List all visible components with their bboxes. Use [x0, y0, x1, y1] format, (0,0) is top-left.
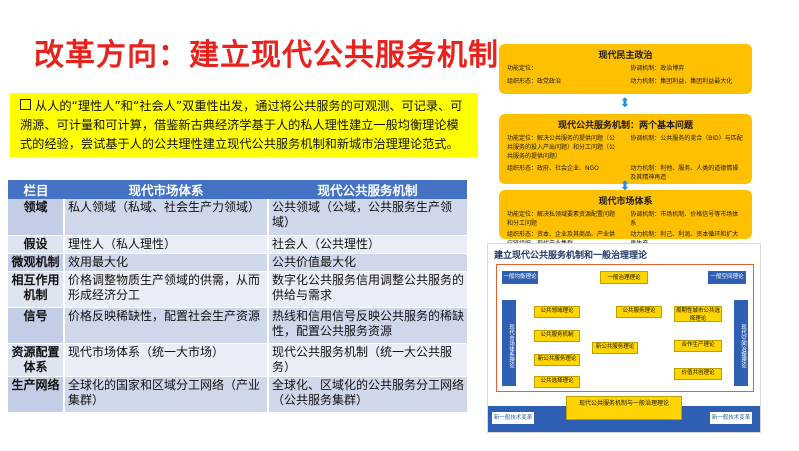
node-c1: 公共领域理论	[534, 306, 580, 318]
node-center: 现代公共服务机制与一般治理理论	[566, 396, 682, 420]
table-header-row: 栏目 现代市场体系 现代公共服务机制	[8, 180, 467, 199]
row-key: 信号	[8, 307, 64, 344]
node-r1: 周期性城市公共选择理论	[674, 306, 722, 322]
node-bl: 新一般技术变革	[492, 412, 534, 424]
row-key: 资源配置体系	[8, 343, 64, 377]
box-text: 功能定位：	[507, 65, 538, 72]
node-tl: 一般均衡理论	[502, 271, 538, 284]
box-text: 功能定位：解决公共服务的提供问题（公共服务的投入产出问题）和分工问题（公共服务的…	[507, 135, 616, 160]
public-service-box-title: 现代公共服务机制：两个基本问题	[557, 121, 693, 131]
row-public: 公共领域（公域，公共服务生产领域）	[267, 199, 467, 236]
node-c4: 新公共服务理论	[534, 354, 580, 366]
intro-text: 从人的“理性人”和“社会人”双重性出发，通过将公共服务的可观测、可记录、可溯源、…	[20, 99, 463, 151]
header-column-market: 现代市场体系	[64, 180, 268, 199]
table-row: 相互作用机制 价格调整物质生产领域的供需，从而形成经济分工 数字化公共服务信用调…	[8, 271, 467, 308]
row-public: 公共价值最大化	[267, 253, 467, 272]
row-key: 相互作用机制	[8, 271, 64, 308]
row-market: 现代市场体系（统一大市场）	[63, 343, 268, 377]
box-text: 动力机制：集团利益、集团利益最大化	[630, 78, 733, 85]
box-text: 功能定位：解决私领域要素资源配置问题和分工问题	[507, 211, 616, 227]
table-row: 领域 私人领域（私域、社会生产力领域） 公共领域（公域，公共服务生产领域）	[8, 199, 467, 236]
bullet-square-icon	[20, 99, 31, 110]
row-key: 生产网络	[8, 376, 64, 413]
table-row: 信号 价格反映稀缺性，配置社会生产资源 热线和信用信号反映公共服务的稀缺性，配置…	[8, 307, 467, 344]
node-r2: 合作生产理论	[674, 340, 722, 352]
node-right-col: 现代空间治理理论	[734, 300, 748, 386]
node-tr: 一般空间理论	[708, 271, 746, 284]
row-market: 效用最大化	[63, 253, 268, 272]
header-column-public: 现代公共服务机制	[268, 180, 467, 199]
box-text: 动力机制：利他、服务、人类的道德情操及其精神再造	[630, 165, 739, 181]
page-title: 改革方向：建立现代公共服务机制	[34, 38, 499, 73]
row-market: 私人领域（私域、社会生产力领域）	[63, 199, 268, 236]
row-key: 领域	[8, 199, 64, 236]
table-row: 假设 理性人（私人理性） 社会人（公共理性）	[8, 235, 467, 254]
three-layer-diagram: 现代民主政治 功能定位： 协调机制：政治博弈 组织形态：政党政治 动力机制：集团利益…	[499, 44, 752, 247]
box-text: 协调机制：市场机制、价格信号等市场体系	[630, 211, 739, 227]
market-system-box: 现代市场体系 功能定位：解决私领域要素资源配置问题和分工问题协调机制：市场机制、…	[499, 190, 752, 247]
row-market: 全球化的国家和区域分工网络（产业集群）	[63, 376, 268, 413]
comparison-table: 栏目 现代市场体系 现代公共服务机制 领域 私人领域（私域、社会生产力领域） 公…	[8, 180, 467, 413]
header-column-item: 栏目	[8, 180, 64, 199]
node-left-col: 现代市场体系理论	[502, 300, 516, 386]
row-public: 热线和信用信号反映公共服务的稀缺性，配置公共服务资源	[267, 307, 467, 344]
box-text: 协调机制：公共服务的竞合（BID）与匹配	[630, 135, 743, 142]
democracy-box-title: 现代民主政治	[598, 51, 653, 61]
node-r3: 价值共创理论	[674, 368, 722, 380]
row-market: 价格反映稀缺性，配置社会生产资源	[63, 307, 268, 344]
intro-paragraph: 从人的“理性人”和“社会人”双重性出发，通过将公共服务的可观测、可记录、可溯源、…	[10, 93, 478, 157]
market-system-box-title: 现代市场体系	[598, 197, 653, 207]
node-c3: 公共服务机制	[534, 330, 580, 342]
row-key: 微观机制	[8, 253, 64, 272]
row-public: 社会人（公共理性）	[267, 235, 467, 254]
row-market: 价格调整物质生产领域的供需，从而形成经济分工	[63, 271, 268, 308]
node-c5: 新公共服务理论	[592, 342, 638, 354]
row-market: 理性人（私人理性）	[63, 235, 268, 254]
row-public: 全球化、区域化的公共服务分工网络（公共服务集群）	[267, 376, 467, 413]
table-row: 资源配置体系 现代市场体系（统一大市场） 现代公共服务机制（统一大公共服务）	[8, 343, 467, 377]
box-text: 协调机制：政治博弈	[630, 65, 685, 72]
up-down-arrow-icon: ⬍	[619, 179, 631, 194]
box-text: 组织形态：政府、社会企业、NGO	[507, 165, 599, 172]
node-br: 新一般技术变革	[710, 412, 752, 424]
row-public: 数字化公共服务信用调整公共服务的供给与需求	[267, 271, 467, 308]
public-service-box: 现代公共服务机制：两个基本问题 功能定位：解决公共服务的提供问题（公共服务的投入…	[499, 114, 752, 184]
governance-theory-diagram: 建立现代公共服务机制和一般治理理论 一般均衡理论 一般治理理论 一般空间理论 现…	[487, 243, 761, 433]
table-row: 生产网络 全球化的国家和区域分工网络（产业集群） 全球化、区域化的公共服务分工网…	[8, 376, 467, 413]
node-c6: 公共选择理论	[534, 376, 580, 388]
box-text: 组织形态：政党政治	[507, 78, 562, 85]
diagram-frame	[496, 264, 754, 392]
democracy-box: 现代民主政治 功能定位： 协调机制：政治博弈 组织形态：政党政治 动力机制：集团利益…	[499, 44, 752, 94]
row-key: 假设	[8, 235, 64, 254]
row-public: 现代公共服务机制（统一大公共服务）	[267, 343, 467, 377]
node-c2: 公共服务理论	[616, 306, 662, 318]
diagram-title: 建立现代公共服务机制和一般治理理论	[494, 251, 648, 261]
table-row: 微观机制 效用最大化 公共价值最大化	[8, 253, 467, 272]
node-tc: 一般治理理论	[600, 271, 648, 284]
up-down-arrow-icon: ⬍	[619, 96, 631, 111]
